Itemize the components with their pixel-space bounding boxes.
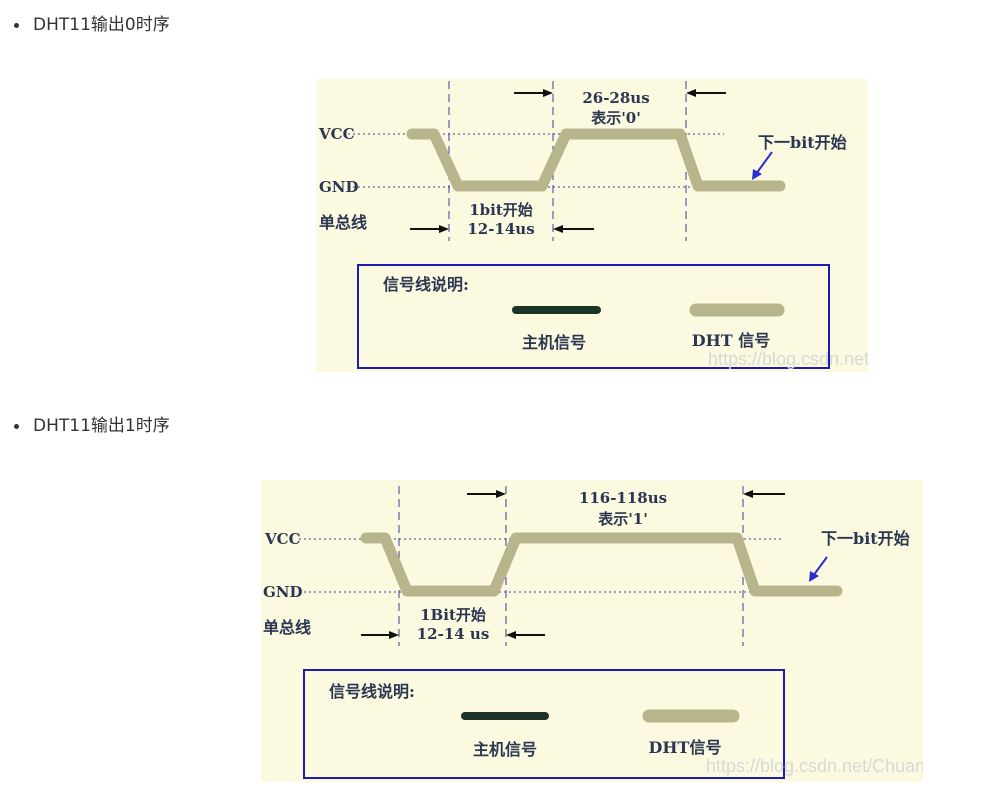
timing-diagram-output-0: VCC GND 单总线 26-28us 表示'0' 1bit开始 12-14us…	[316, 79, 868, 372]
bullet-item-output-0: DHT11输出0时序	[14, 14, 170, 36]
high-duration-label: 116-118us	[579, 489, 667, 507]
next-bit-label: 下一bit开始	[821, 529, 910, 548]
next-bit-label: 下一bit开始	[758, 133, 847, 152]
legend-title: 信号线说明:	[383, 275, 469, 294]
bit-start-label: 1Bit开始	[420, 606, 486, 624]
bullet-dot	[14, 423, 19, 429]
vcc-label: VCC	[318, 125, 355, 143]
low-duration-label: 12-14us	[467, 220, 534, 238]
meaning-label: 表示'1'	[598, 510, 648, 528]
watermark: https://blog.csdn.net/Chuangke_	[706, 756, 923, 777]
bit-start-label: 1bit开始	[469, 201, 533, 219]
low-duration-label: 12-14 us	[417, 625, 490, 643]
dht-signal-label: DHT 信号	[692, 331, 770, 350]
gnd-label: GND	[263, 583, 303, 601]
host-signal-label: 主机信号	[473, 740, 537, 759]
bullet-text: DHT11输出1时序	[33, 416, 170, 436]
timing-diagram-output-1: VCC GND 单总线 116-118us 表示'1' 1Bit开始 12-14…	[261, 480, 923, 782]
timing-diagram-svg: VCC GND 单总线 116-118us 表示'1' 1Bit开始 12-14…	[263, 486, 923, 779]
timing-diagram-svg: VCC GND 单总线 26-28us 表示'0' 1bit开始 12-14us…	[318, 81, 868, 370]
legend-box	[357, 264, 830, 369]
bullet-dot	[14, 22, 19, 28]
gnd-label: GND	[319, 178, 359, 196]
legend-title: 信号线说明:	[329, 682, 415, 701]
single-bus-label: 单总线	[263, 618, 311, 637]
high-duration-label: 26-28us	[582, 89, 649, 107]
bullet-text: DHT11输出0时序	[33, 15, 170, 35]
vcc-label: VCC	[264, 530, 301, 548]
single-bus-label: 单总线	[319, 213, 367, 232]
bullet-item-output-1: DHT11输出1时序	[14, 415, 170, 437]
watermark: https://blog.csdn.net/Chuangke_	[708, 349, 868, 370]
legend-box	[303, 669, 785, 779]
dht-signal-label: DHT信号	[649, 738, 722, 757]
meaning-label: 表示'0'	[591, 109, 641, 127]
host-signal-label: 主机信号	[522, 333, 586, 352]
